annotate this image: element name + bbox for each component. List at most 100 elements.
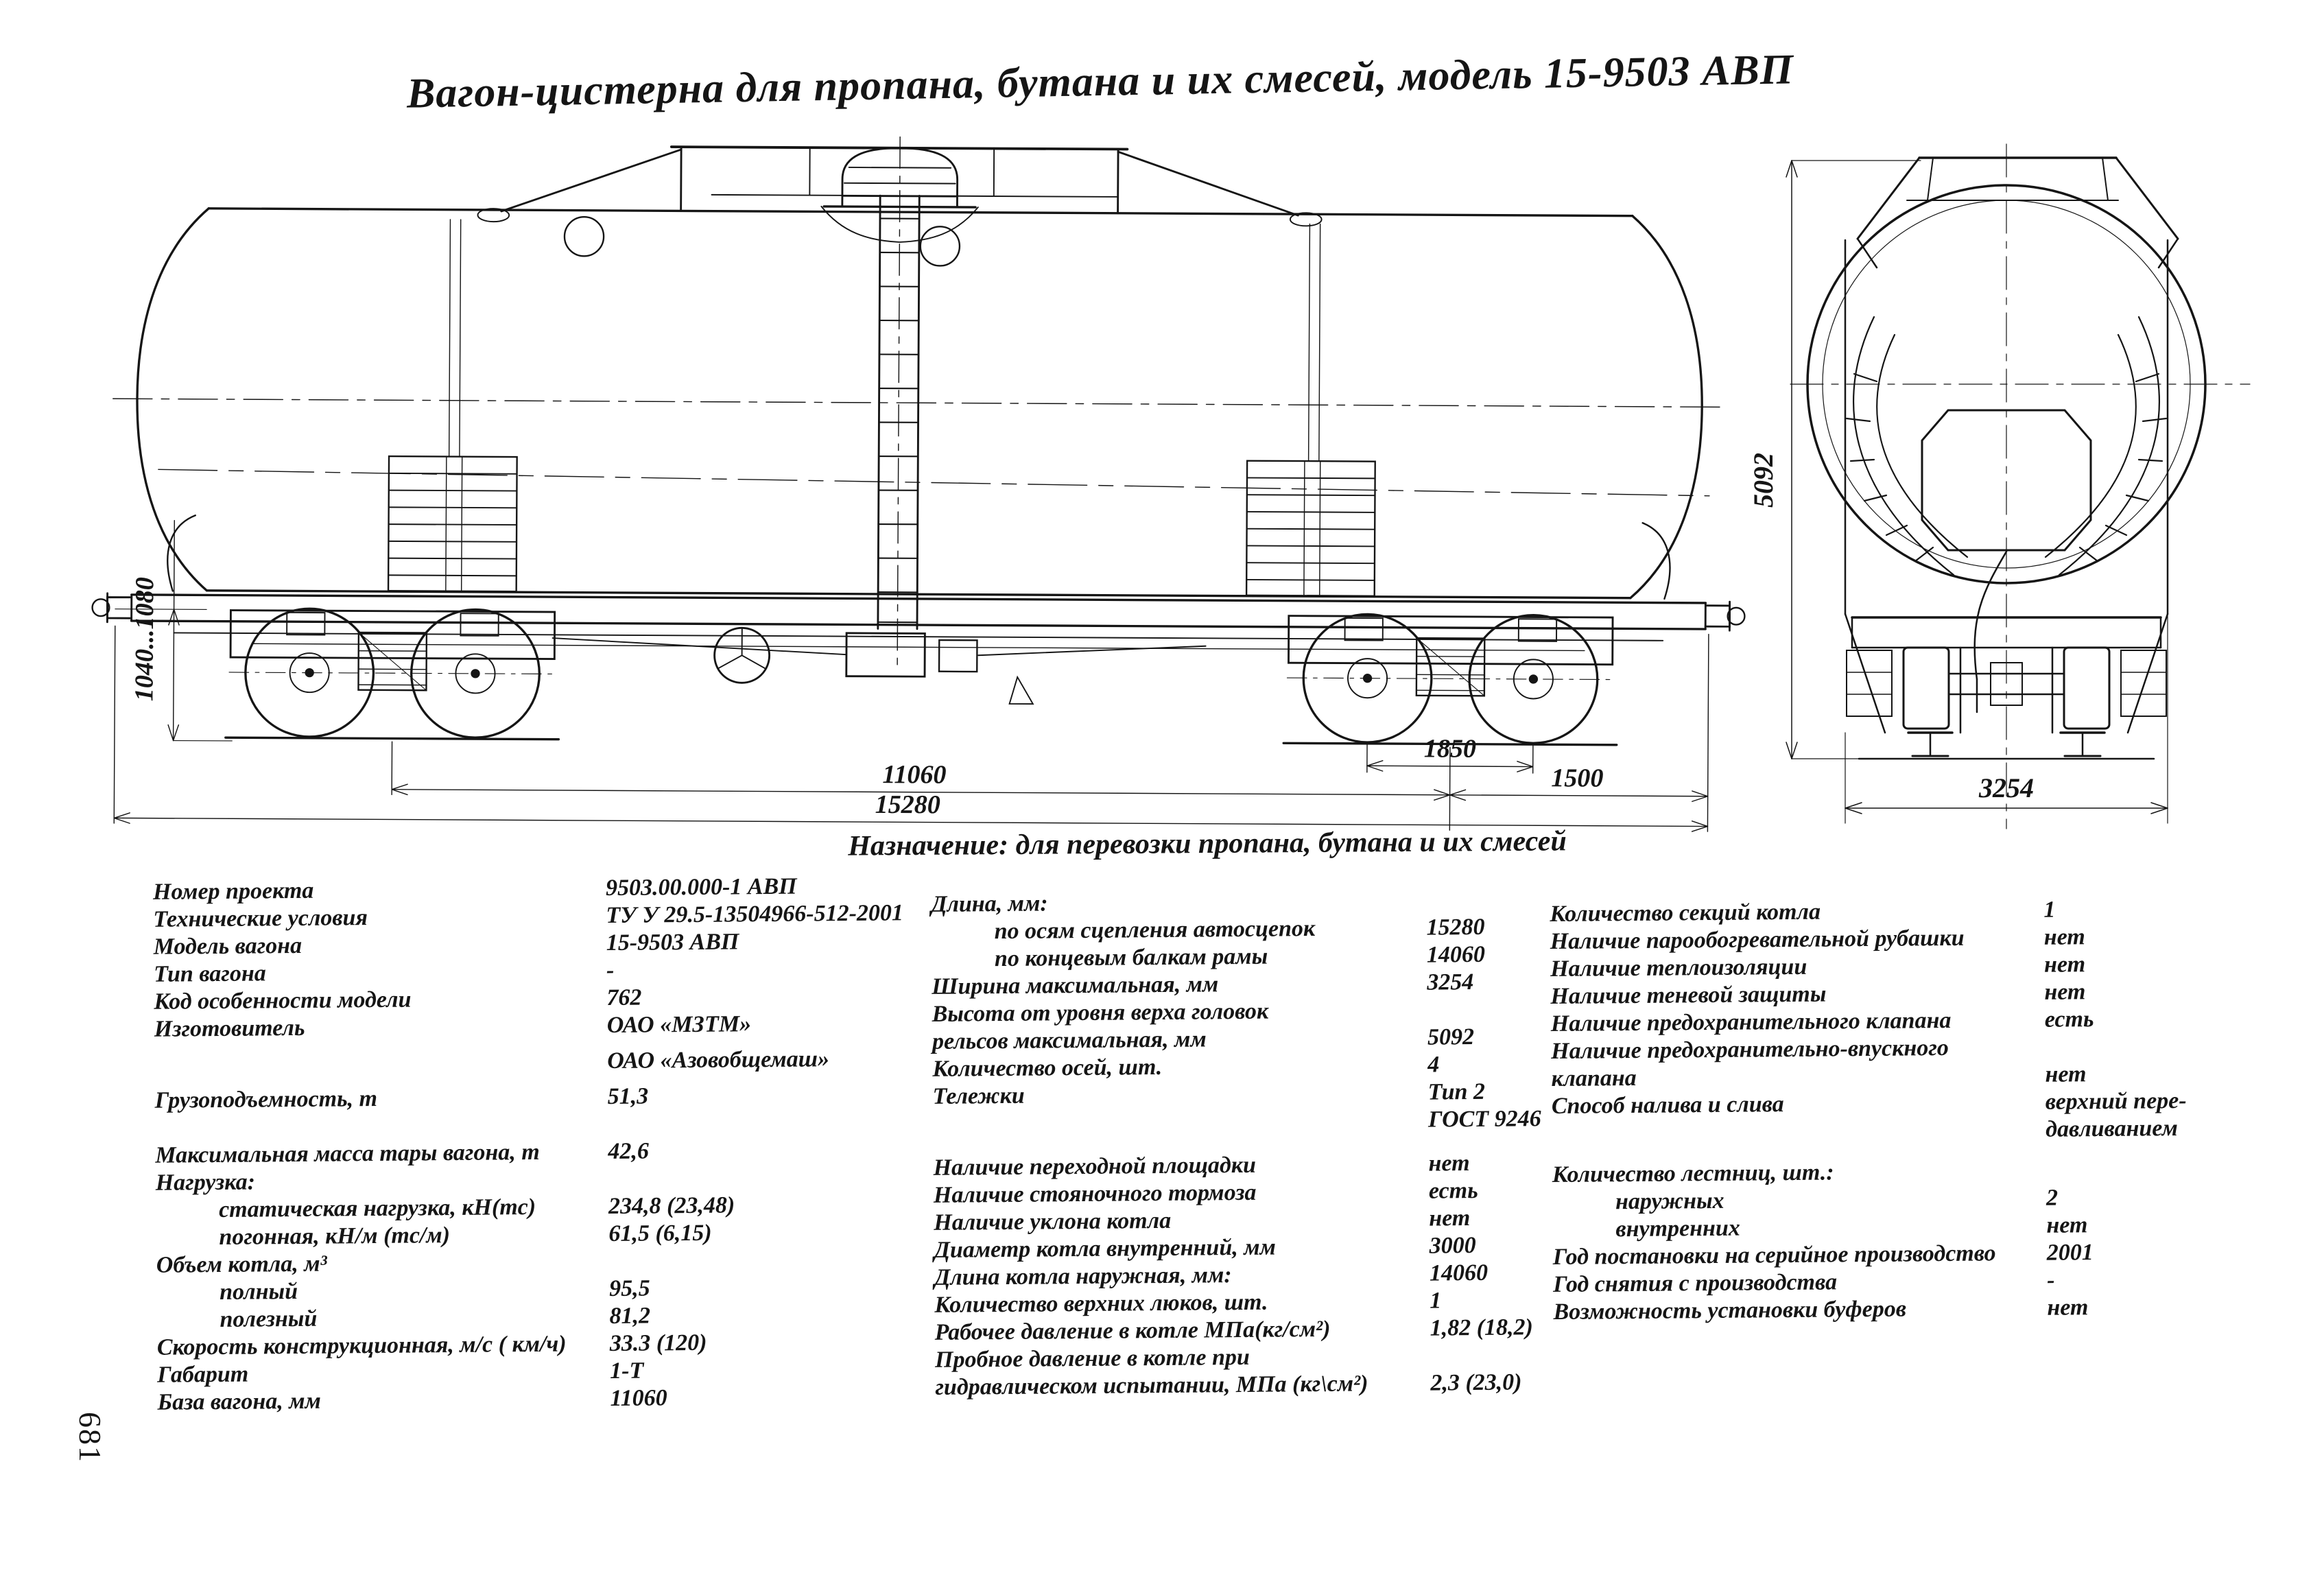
spec-value: нет: [2044, 979, 2086, 1005]
spec-value: ТУ У 29.5-13504966-512-2001: [606, 900, 904, 929]
spec-value: ОАО «Азовобщемаш»: [607, 1046, 830, 1074]
spec-label: Модель вагона: [153, 932, 303, 960]
dim-label-15280: 15280: [875, 790, 940, 819]
spec-label: погонная, кН/м (тс/м): [219, 1222, 451, 1250]
end-view-drawing: 5092 3254: [1748, 143, 2251, 829]
bolster: [1921, 409, 2092, 552]
spec-label: Наличие стояночного тормоза: [933, 1179, 1257, 1208]
spec-label: Код особенности модели: [154, 986, 412, 1015]
rail-right: [1282, 742, 1618, 746]
spec-label: наружных: [1615, 1188, 1724, 1215]
spec-label: Наличие предохранительно-впускного: [1551, 1035, 1949, 1065]
spec-value: 61,5 (6,15): [608, 1220, 712, 1247]
hanging-ring-left: [563, 216, 605, 257]
spec-label: Тележки: [932, 1083, 1025, 1109]
spec-label: по концевым балкам рамы: [994, 943, 1268, 972]
spec-row: давливанием: [1552, 1113, 2313, 1148]
end-ladder-left: [1845, 316, 1969, 576]
spec-value: 762: [606, 984, 642, 1011]
spec-label: Количество лестниц, шт.:: [1552, 1159, 1834, 1188]
spec-value: 9503.00.000-1 АВП: [605, 873, 797, 901]
end-ladder-right: [2044, 316, 2168, 576]
spec-label: статическая нагрузка, кН(тс): [218, 1194, 536, 1222]
spec-label: Наличие переходной площадки: [933, 1152, 1257, 1181]
spec-label: по осям сцепления автосцепок: [994, 916, 1316, 945]
dim-label-3254: 3254: [1978, 772, 2034, 803]
spec-value: [608, 1183, 945, 1186]
brake-rigging: [552, 626, 1207, 705]
spec-label: Грузоподъемность, т: [154, 1085, 378, 1113]
spec-value: 81,2: [609, 1303, 651, 1330]
spec-label: Тип вагона: [153, 960, 266, 987]
dim-label-11060: 11060: [882, 760, 946, 789]
spec-value: 95,5: [608, 1275, 650, 1302]
spec-value: нет: [2045, 1061, 2087, 1087]
spec-label: Максимальная масса тары вагона, т: [155, 1139, 540, 1168]
spec-label: [154, 1068, 607, 1072]
spec-label: Количество секций котла: [1550, 899, 1821, 928]
spec-row: Возможность установки буферов нет: [1553, 1292, 2314, 1326]
spec-label: Высота от уровня верха головок: [932, 998, 1269, 1027]
dim-label-1850: 1850: [1424, 734, 1476, 763]
side-ladder-left: [387, 455, 518, 593]
spec-value: 33.3 (120): [609, 1330, 707, 1357]
spec-value: 51,3: [607, 1083, 649, 1110]
spec-label: База вагона, мм: [157, 1388, 322, 1415]
spec-label: Наличие теневой защиты: [1550, 981, 1827, 1010]
spec-label: Количество верхних люков, шт.: [934, 1289, 1268, 1318]
spec-label: Скорость конструкционная, м/с ( км/ч): [156, 1331, 567, 1360]
side-ladder-right: [1245, 460, 1376, 597]
spec-label: Способ налива и слива: [1551, 1091, 1784, 1120]
spec-value: -: [2046, 1267, 2055, 1293]
spec-value: [1430, 1362, 1593, 1363]
spec-value: 234,8 (23,48): [608, 1192, 735, 1220]
spec-value: 42,6: [608, 1138, 650, 1165]
spec-value: -: [606, 957, 615, 984]
dim-label-coupler-height: 1040...1080: [130, 577, 159, 701]
spec-value: нет: [2043, 952, 2086, 978]
dim-label-5092: 5092: [1748, 453, 1779, 508]
spec-label: Длина, мм:: [931, 890, 1048, 917]
underframe: [130, 593, 1707, 652]
spec-column-1: Номер проекта 9503.00.000-1 АВП Техничес…: [153, 872, 947, 1417]
spec-label: Изготовитель: [154, 1015, 305, 1042]
spec-label: Технические условия: [153, 905, 368, 932]
spec-value: 2: [2046, 1185, 2059, 1211]
dim-label-1500: 1500: [1551, 764, 1603, 792]
spec-label: полезный: [220, 1305, 318, 1332]
spec-value: 15-9503 АВП: [606, 929, 739, 956]
page-number: 681: [73, 1412, 108, 1463]
spec-value: ОАО «МЗТМ»: [606, 1011, 752, 1039]
spec-label: Диаметр котла внутренний, мм: [934, 1234, 1277, 1263]
spec-label: [1552, 1137, 2046, 1141]
spec-label: полный: [219, 1278, 298, 1305]
spec-label: Год снятия с производства: [1552, 1269, 1838, 1298]
coupler-left: [91, 592, 133, 624]
spec-label: Ширина максимальная, мм: [932, 971, 1219, 1000]
spec-value: нет: [2046, 1212, 2088, 1238]
spec-row: гидравлическом испытании, МПа (кг\см²) 2…: [935, 1369, 1593, 1402]
spec-label: Наличие предохранительного клапана: [1550, 1007, 1952, 1037]
spec-label: Длина котла наружная, мм:: [934, 1262, 1232, 1290]
spec-value: 1-Т: [610, 1358, 644, 1384]
wheel-right: [2063, 646, 2111, 730]
spec-label: Объем котла, м³: [156, 1251, 327, 1278]
spec-value: верхний пере-: [2045, 1087, 2187, 1115]
spec-label: Наличие парообогревательной рубашки: [1550, 925, 1965, 955]
spec-value: [2046, 1175, 2314, 1177]
tank-centerline: [112, 398, 1727, 408]
spec-label: Наличие теплоизоляции: [1550, 954, 1807, 982]
spec-label: Нагрузка:: [155, 1169, 256, 1196]
coupler-right: [1704, 600, 1746, 632]
spec-row: ОАО «Азовобщемаш»: [154, 1045, 943, 1079]
spec-label: клапана: [1551, 1065, 1637, 1092]
spec-label: Габарит: [157, 1361, 249, 1388]
spec-value: нет: [2043, 924, 2085, 950]
side-view-drawing: 1850 11060 1500 15280 1040...1080: [91, 136, 1746, 832]
rail-left: [224, 736, 560, 741]
spec-value: есть: [2044, 1006, 2094, 1032]
spec-label: гидравлическом испытании, МПа (кг\см²): [935, 1371, 1368, 1400]
spec-label: Наличие уклона котла: [934, 1207, 1172, 1236]
spec-value: 1: [2043, 897, 2056, 923]
spec-label: Пробное давление в котле при: [934, 1344, 1250, 1373]
